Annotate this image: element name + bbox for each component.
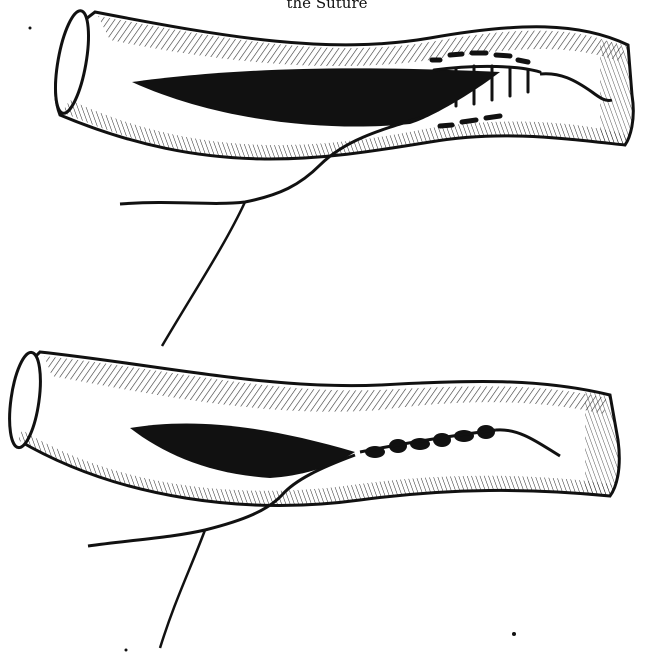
speck bbox=[512, 632, 516, 636]
lower-shading-right bbox=[585, 392, 619, 496]
lower-vessel bbox=[4, 351, 619, 648]
upper-thread-tail bbox=[162, 202, 245, 346]
speck bbox=[29, 27, 32, 30]
lower-thread-tail bbox=[160, 530, 205, 648]
speck bbox=[125, 649, 128, 652]
upper-vessel bbox=[49, 8, 633, 346]
upper-shading-right bbox=[600, 40, 633, 145]
